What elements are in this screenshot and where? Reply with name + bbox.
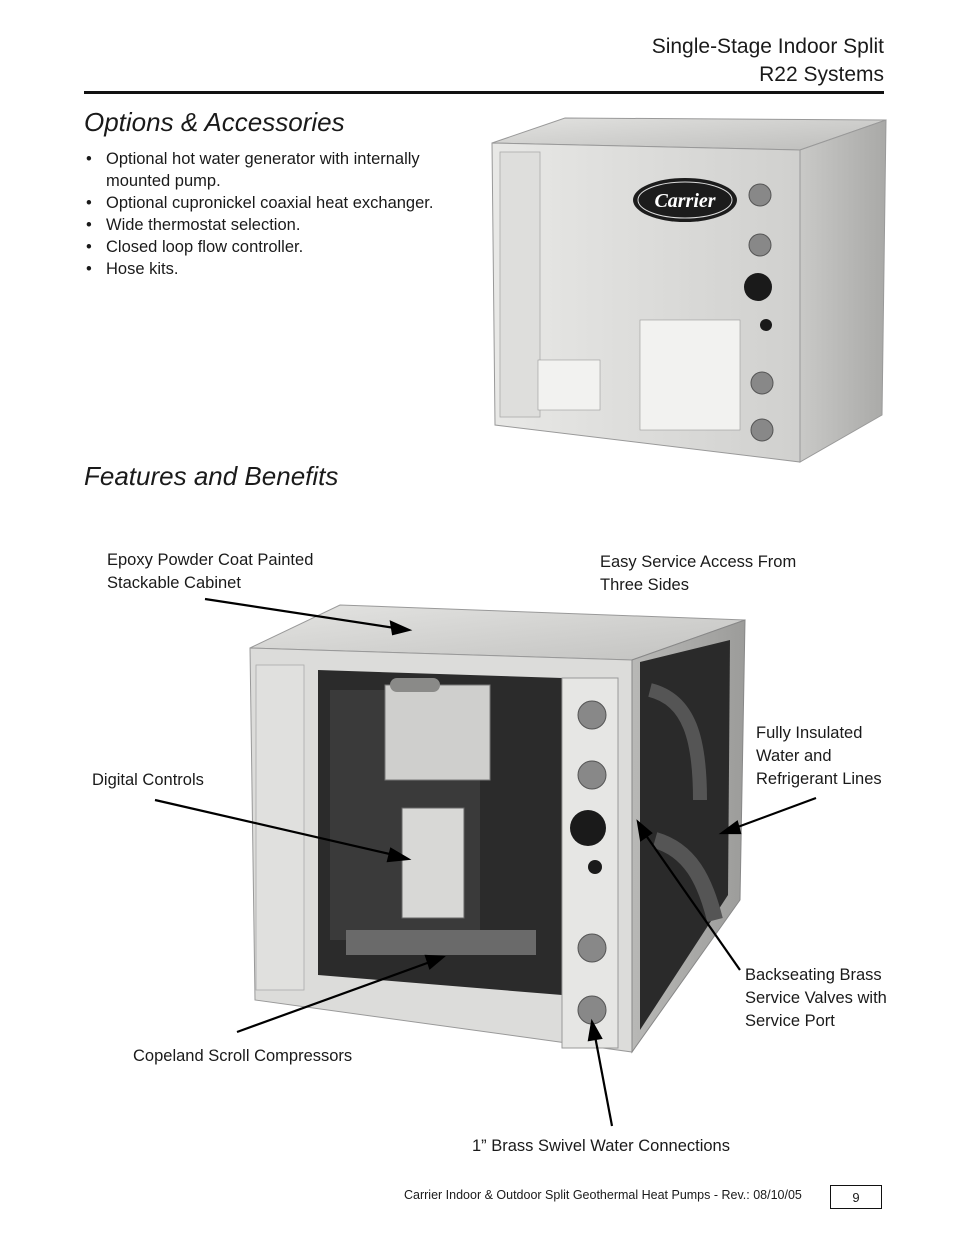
list-item: Closed loop flow controller. [84, 236, 464, 258]
header-title-line2: R22 Systems [759, 63, 884, 86]
header-title-line1: Single-Stage Indoor Split [651, 35, 884, 58]
footer-text: Carrier Indoor & Outdoor Split Geotherma… [404, 1188, 802, 1202]
features-heading: Features and Benefits [84, 461, 339, 491]
callout-insulated-line1: Fully Insulated [756, 724, 863, 742]
callout-cabinet-line2: Stackable Cabinet [107, 574, 241, 592]
carrier-logo: Carrier [654, 190, 715, 212]
header-rule [84, 91, 884, 94]
callout-insulated-line3: Refrigerant Lines [756, 770, 882, 788]
page-number: 9 [830, 1185, 882, 1209]
options-heading: Options & Accessories [84, 107, 345, 137]
options-list: Optional hot water generator with intern… [84, 148, 464, 280]
callout-valves-line1: Backseating Brass [745, 966, 882, 984]
callout-access-line2: Three Sides [600, 576, 689, 594]
callout-valves-line3: Service Port [745, 1012, 835, 1030]
list-item: Optional cupronickel coaxial heat exchan… [84, 192, 464, 214]
callout-controls: Digital Controls [92, 771, 204, 789]
callout-insulated-line2: Water and [756, 747, 832, 765]
list-item: Optional hot water generator with intern… [84, 148, 464, 192]
list-item: Hose kits. [84, 258, 464, 280]
callout-valves-line2: Service Valves with [745, 989, 887, 1007]
callout-cabinet-line1: Epoxy Powder Coat Painted [107, 551, 314, 569]
callout-connections: 1” Brass Swivel Water Connections [472, 1137, 730, 1155]
callout-compressors: Copeland Scroll Compressors [133, 1047, 353, 1065]
callout-access-line1: Easy Service Access From [600, 553, 797, 571]
list-item: Wide thermostat selection. [84, 214, 464, 236]
